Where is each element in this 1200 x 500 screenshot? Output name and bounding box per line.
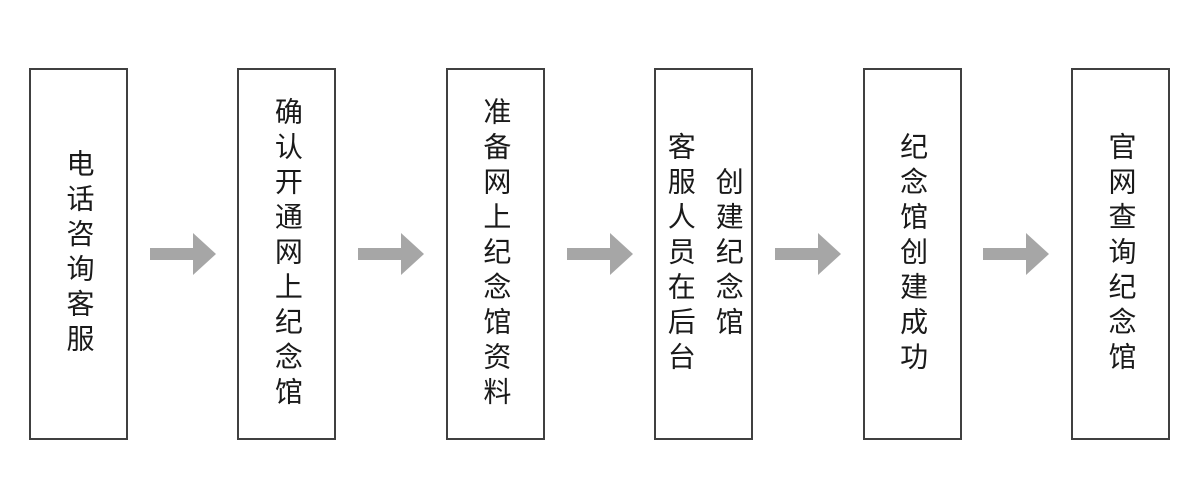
- arrow-head: [401, 233, 425, 275]
- arrow-shaft: [774, 248, 818, 260]
- flow-step-4-label: 客服人员在后台 创建纪念馆: [664, 131, 744, 377]
- flow-step-2: 确认开通网上纪念馆: [237, 68, 337, 440]
- arrow-shaft: [566, 248, 610, 260]
- flow-connector-4: [753, 68, 862, 440]
- arrow-shaft: [358, 248, 402, 260]
- arrow-head: [192, 233, 216, 275]
- flow-connector-2: [336, 68, 445, 440]
- flow-step-1-label: 电话咨询客服: [63, 149, 95, 359]
- flow-step-1: 电话咨询客服: [29, 68, 128, 440]
- flow-connector-5: [962, 68, 1071, 440]
- right-arrow-icon: [774, 233, 841, 275]
- right-arrow-icon: [149, 233, 216, 275]
- right-arrow-icon: [566, 233, 633, 275]
- flow-step-4: 客服人员在后台 创建纪念馆: [654, 68, 754, 440]
- arrow-head: [609, 233, 633, 275]
- arrow-shaft: [149, 248, 193, 260]
- flow-step-6-label: 官网查询纪念馆: [1105, 131, 1137, 377]
- arrow-head: [1026, 233, 1050, 275]
- flow-connector-1: [128, 68, 237, 440]
- arrow-head: [817, 233, 841, 275]
- flow-step-2-label: 确认开通网上纪念馆: [271, 96, 303, 412]
- arrow-shaft: [983, 248, 1027, 260]
- flow-step-6: 官网查询纪念馆: [1071, 68, 1171, 440]
- flow-step-5: 纪念馆创建成功: [862, 68, 962, 440]
- flow-connector-3: [545, 68, 654, 440]
- right-arrow-icon: [358, 233, 425, 275]
- right-arrow-icon: [983, 233, 1050, 275]
- flow-step-3-label: 准备网上纪念馆资料: [480, 96, 512, 412]
- flowchart: 电话咨询客服 确认开通网上纪念馆 准备网上纪念馆资料 客服人员在后台 创建纪念馆: [29, 68, 1171, 440]
- flow-step-5-label: 纪念馆创建成功: [897, 131, 929, 377]
- flow-step-3: 准备网上纪念馆资料: [445, 68, 545, 440]
